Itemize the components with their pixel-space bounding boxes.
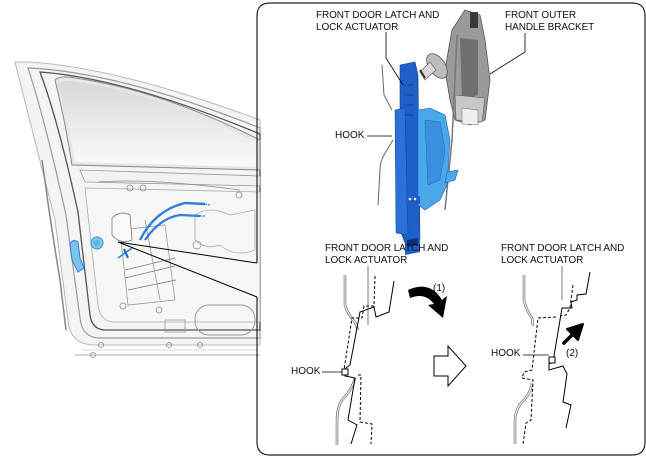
label-hook-before: HOOK [291, 366, 321, 377]
label-arrow-2: (2) [566, 348, 579, 359]
door-frame-ring [27, 67, 261, 339]
outer-handle-bracket [419, 9, 491, 211]
push-arrow-2-icon [562, 323, 584, 345]
leader-outer-handle-bracket [489, 33, 526, 75]
leader-latch-actuator [385, 32, 404, 86]
top-view-leaders [367, 32, 526, 137]
door-illustration [14, 61, 261, 358]
label-latch-actuator-before: FRONT DOOR LATCH AND LOCK ACTUATOR [325, 243, 449, 266]
next-step-arrow-icon [433, 344, 467, 388]
label-outer-handle-bracket: FRONT OUTER HANDLE BRACKET [505, 10, 595, 33]
callout-lines [117, 241, 258, 298]
hook-wire [381, 64, 393, 111]
label-hook-after: HOOK [491, 348, 521, 359]
label-latch-actuator-after: FRONT DOOR LATCH AND LOCK ACTUATOR [501, 243, 625, 266]
highlighted-cable-lower [144, 213, 201, 241]
hook-before [341, 368, 349, 376]
latch-actuator-illustration [377, 9, 491, 255]
label-hook-top: HOOK [335, 130, 365, 141]
cross-section-before [322, 266, 395, 445]
highlighted-cable-upper [138, 201, 206, 241]
belt-rail [79, 169, 261, 187]
label-arrow-1: (1) [433, 283, 446, 294]
door-frame-ring-inner [39, 71, 261, 331]
highlighted-clip [69, 240, 85, 273]
cross-section-after [513, 266, 591, 445]
label-latch-actuator-top: FRONT DOOR LATCH AND LOCK ACTUATOR [316, 10, 440, 33]
hook-after [548, 356, 556, 364]
rotate-arrow-1-icon [408, 286, 447, 318]
detail-panel-border [256, 2, 646, 456]
latch-actuator [394, 61, 459, 255]
